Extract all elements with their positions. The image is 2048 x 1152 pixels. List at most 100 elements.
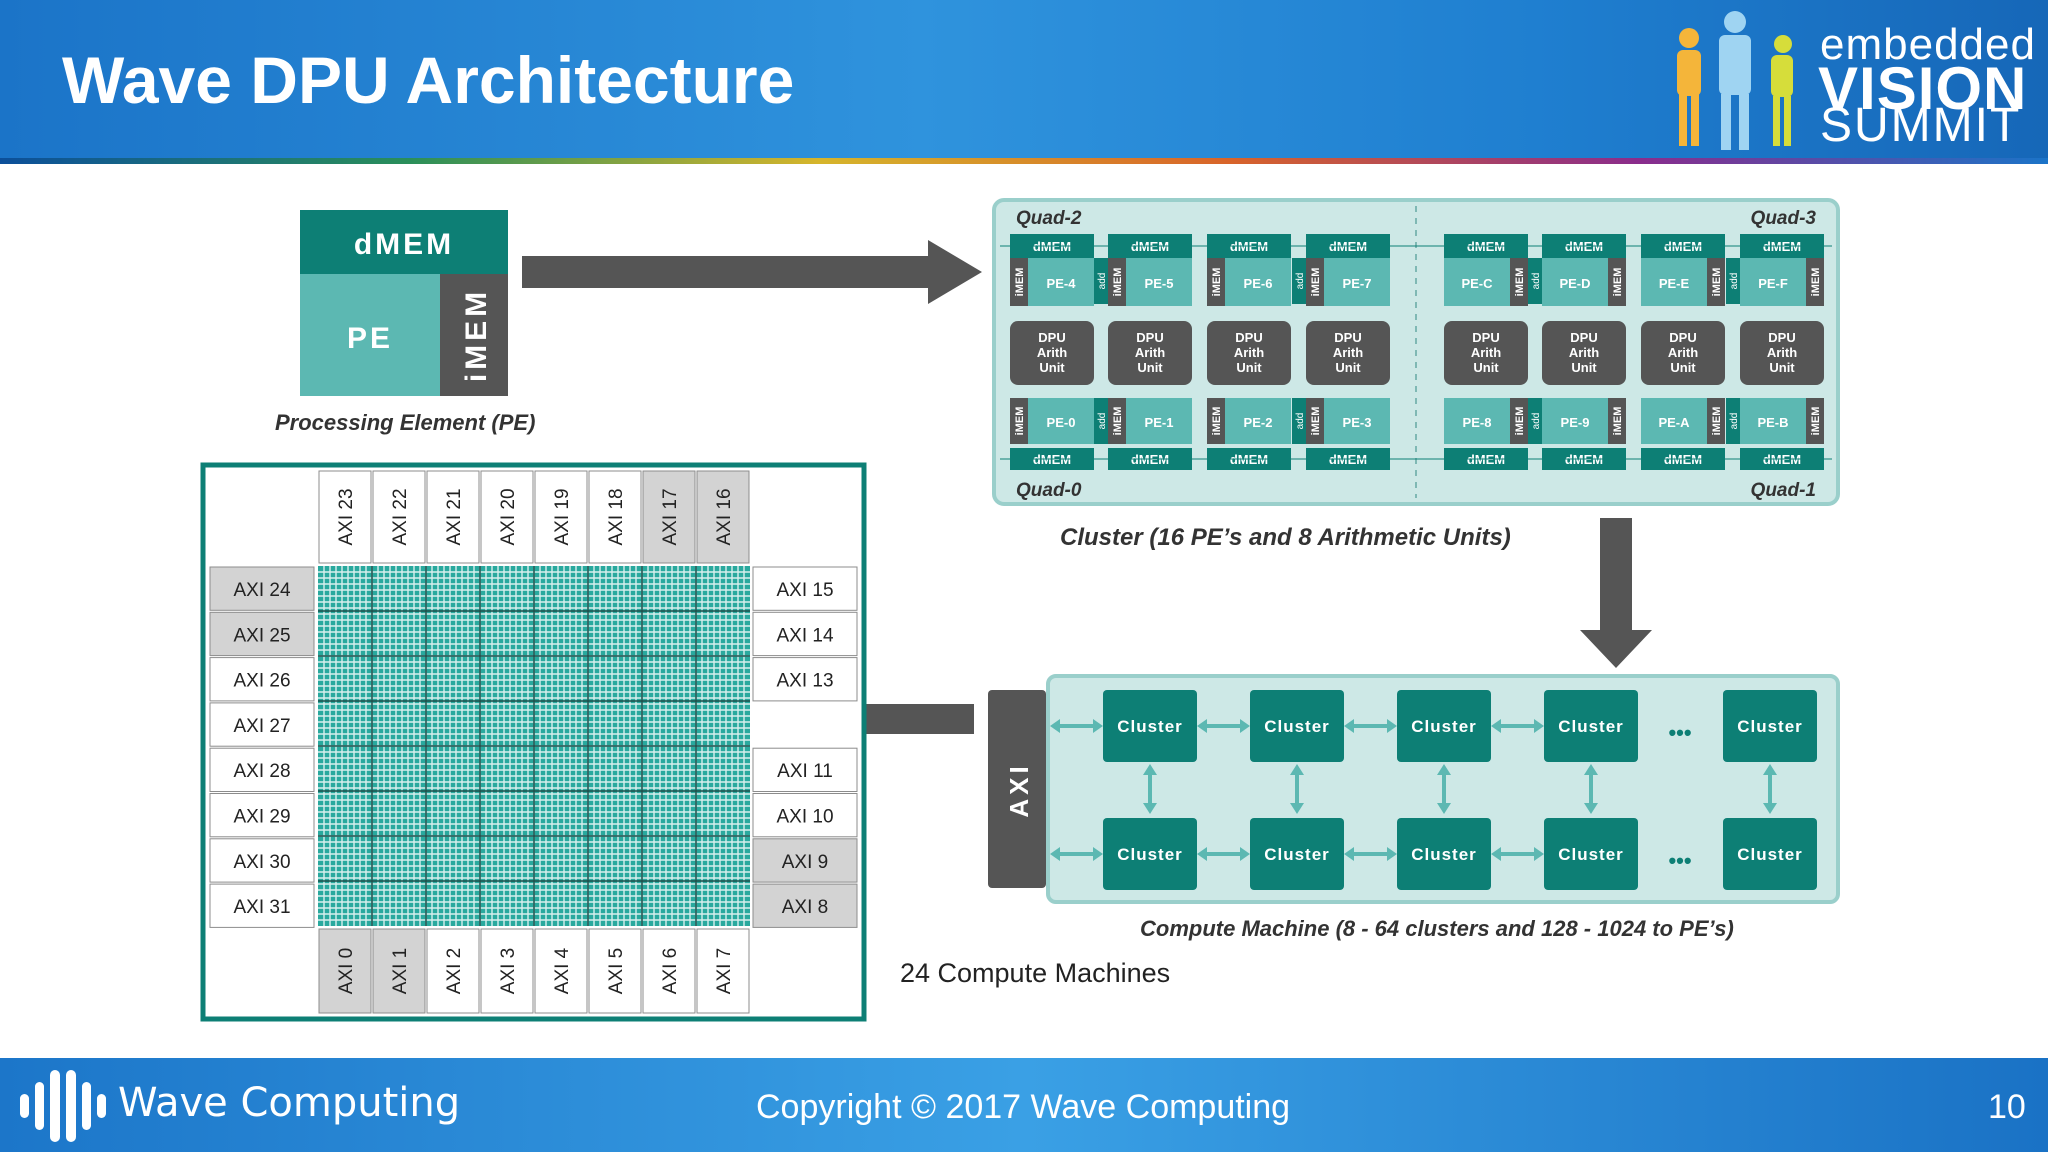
add-connector: [1094, 398, 1108, 444]
add-connector: [1528, 258, 1542, 304]
cluster-node-label: Cluster: [1411, 845, 1477, 864]
axi-port-top: [318, 470, 372, 564]
arith-line-3: Unit: [1571, 360, 1597, 375]
pe-label-top: PE-7: [1343, 276, 1372, 291]
arith-unit: [1641, 321, 1725, 385]
pe-dmem-label: dMEM: [354, 228, 454, 261]
cluster-node-label: Cluster: [1411, 717, 1477, 736]
arrowhead: [1240, 847, 1250, 861]
cluster-node: [1544, 690, 1638, 762]
arith-line-1: DPU: [1136, 330, 1163, 345]
imem-label: iMEM: [1211, 268, 1223, 297]
slide-title: Wave DPU Architecture: [62, 43, 795, 117]
cluster-node-label: Cluster: [1117, 845, 1183, 864]
logo-line-2: VISION: [1818, 55, 2028, 122]
arrowhead: [1437, 803, 1451, 814]
arrowhead: [1534, 847, 1544, 861]
axi-label-right: AXI 14: [776, 625, 833, 646]
axi-label-right: AXI 15: [776, 580, 833, 601]
arith-unit: [1740, 321, 1824, 385]
pe-label-top: PE-5: [1145, 276, 1174, 291]
imem-strip: [1010, 258, 1028, 306]
add-label: add: [1531, 413, 1542, 430]
imem-strip: [1010, 398, 1028, 444]
add-connector: [1726, 398, 1740, 444]
pe-imem-label: iMEM: [460, 288, 493, 382]
grid-caption: 24 Compute Machines: [900, 958, 1171, 988]
axi-port-top: [642, 470, 696, 564]
axi-label-bottom: AXI 5: [606, 948, 627, 994]
quad-2-label: Quad-2: [1016, 208, 1082, 229]
arrowhead: [1197, 719, 1207, 733]
axi-port-bottom: [426, 928, 480, 1014]
footer-brand: Wave Computing: [118, 1080, 461, 1126]
imem-label: iMEM: [1810, 407, 1822, 436]
arrowhead: [1143, 803, 1157, 814]
axi-port-right: [752, 883, 858, 928]
arrow-pe-to-cluster: [522, 240, 982, 304]
imem-label: iMEM: [1711, 407, 1723, 436]
imem-label: iMEM: [1514, 407, 1526, 436]
imem-strip: [1306, 398, 1324, 444]
pe-label-bottom: PE-9: [1561, 415, 1590, 430]
pe-block: dMEM PE iMEM: [300, 210, 508, 396]
add-label: add: [1531, 273, 1542, 290]
axi-port-top: [696, 470, 750, 564]
cluster-node-label: Cluster: [1264, 717, 1330, 736]
arith-line-1: DPU: [1570, 330, 1597, 345]
axi-port-left: [209, 747, 315, 793]
imem-strip: [1306, 258, 1324, 306]
arrowhead: [1763, 764, 1777, 775]
arith-line-2: Arith: [1037, 345, 1067, 360]
axi-port-bottom: [534, 928, 588, 1014]
add-connector: [1094, 258, 1108, 304]
axi-port-top: [534, 470, 588, 564]
arith-line-1: DPU: [1669, 330, 1696, 345]
arith-line-3: Unit: [1473, 360, 1499, 375]
imem-label: iMEM: [1810, 268, 1822, 297]
arith-line-2: Arith: [1234, 345, 1264, 360]
axi-port-right: [752, 611, 858, 657]
axi-port-bottom: [642, 928, 696, 1014]
imem-label: iMEM: [1711, 268, 1723, 297]
axi-port-bottom: [480, 928, 534, 1014]
cluster-caption: Cluster (16 PE’s and 8 Arithmetic Units): [1060, 524, 1511, 551]
imem-strip: [1510, 258, 1528, 306]
quad-3-label: Quad-3: [1751, 208, 1817, 229]
arith-line-1: DPU: [1038, 330, 1065, 345]
axi-label-left: AXI 29: [233, 807, 290, 828]
logo-line-1: embedded: [1820, 20, 2036, 69]
arith-line-3: Unit: [1670, 360, 1696, 375]
imem-label: iMEM: [1612, 268, 1624, 297]
imem-strip: [1707, 398, 1725, 444]
cluster-node-label: Cluster: [1117, 717, 1183, 736]
pe-caption: Processing Element (PE): [275, 410, 536, 435]
quad-1-label: Quad-1: [1751, 480, 1816, 501]
arith-line-2: Arith: [1471, 345, 1501, 360]
pe-label-top: PE-E: [1659, 276, 1690, 291]
axi-label-left: AXI 28: [233, 761, 290, 782]
cluster-node: [1250, 818, 1344, 890]
axi-label-top: AXI 22: [390, 488, 411, 545]
arith-unit: [1444, 321, 1528, 385]
axi-port-left: [209, 611, 315, 657]
add-label: add: [1295, 413, 1306, 430]
arrowhead: [1093, 719, 1103, 733]
axi-port-left: [209, 883, 315, 928]
axi-port-top: [372, 470, 426, 564]
arith-line-2: Arith: [1569, 345, 1599, 360]
imem-strip: [1806, 398, 1824, 444]
pe-label-bottom: PE-3: [1343, 415, 1372, 430]
axi-label-bottom: AXI 7: [714, 948, 735, 994]
axi-port-right: [752, 566, 858, 611]
add-connector: [1292, 258, 1306, 304]
imem-label: iMEM: [1112, 407, 1124, 436]
arith-unit: [1542, 321, 1626, 385]
arith-line-2: Arith: [1668, 345, 1698, 360]
cluster-node: [1250, 690, 1344, 762]
arith-line-2: Arith: [1333, 345, 1363, 360]
axi-label-right: AXI 10: [776, 807, 833, 828]
arith-line-1: DPU: [1472, 330, 1499, 345]
